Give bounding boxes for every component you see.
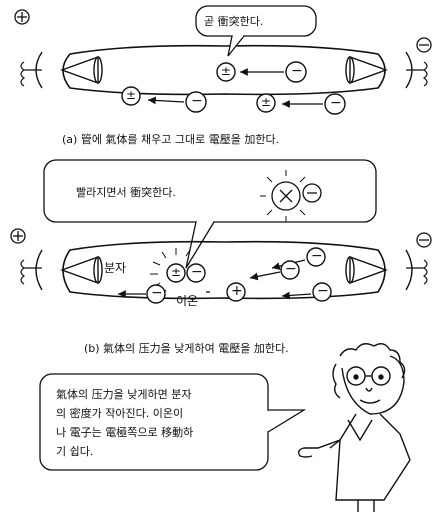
electron-a2-sign: −: [191, 93, 203, 109]
ion-a3-sign: ±: [261, 95, 272, 109]
electron-b1: [186, 263, 206, 283]
ion-b6-sign: +: [231, 283, 243, 299]
ion-b1: [166, 263, 186, 283]
caption-a: (a) 管에 氣体를 채우고 그대로 電壓을 加한다.: [62, 133, 280, 146]
electron-a3-sign: −: [330, 95, 342, 111]
collision-icon: [260, 170, 322, 222]
bubble-b-text: 빨라지면서 衝突한다.: [76, 186, 176, 199]
ion-a2-sign: ±: [126, 88, 137, 102]
electron-b5-sign: −: [285, 261, 297, 277]
terminal-negative-b: [416, 232, 432, 248]
terminal-positive-b: [10, 228, 26, 244]
electron-b4: [306, 247, 326, 267]
electron-a2: [185, 91, 207, 113]
ion-a1-sign: ±: [221, 64, 232, 78]
electron-b5: [280, 260, 300, 280]
electron-b4-sign: −: [311, 248, 323, 264]
explanation-line-1: 氣体의 压力을 낮게하면 분자: [56, 388, 192, 401]
electron-a3: [324, 93, 346, 115]
caption-b: (b) 氣体의 压力을 낮게하여 電壓을 加한다.: [84, 342, 289, 355]
coil-right-a: [406, 61, 428, 87]
label-molecule: 분자: [104, 261, 127, 275]
electron-b2: [146, 284, 166, 304]
ion-a3: [256, 93, 276, 113]
terminal-negative-a: [416, 37, 432, 53]
explanation-line-3: 나 電子는 電極쪽으로 移動하: [56, 426, 194, 439]
ion-b1-sign: ±: [171, 265, 182, 279]
explanation-line-4: 기 쉽다.: [56, 445, 94, 458]
electrode-right-b: [345, 256, 389, 284]
terminal-positive-a: [14, 9, 30, 25]
electrode-left-a: [59, 56, 103, 84]
electron-b7-sign: −: [317, 283, 329, 299]
label-ion: 이온: [176, 294, 199, 308]
electron-b2-sign: −: [151, 285, 163, 301]
arrow-b5: [249, 271, 281, 281]
ion-a2: [121, 86, 141, 106]
electron-b1-sign: −: [191, 264, 203, 280]
explanation-bubble-shape: [39, 373, 307, 471]
ion-a1: [216, 62, 236, 82]
coil-right-b: [406, 259, 428, 285]
explanation-line-2: 의 密度가 작아진다. 이온이: [56, 407, 184, 420]
professor-illustration: [297, 343, 411, 512]
arrow-a2: [147, 96, 185, 105]
bubble-a-shape: [195, 5, 317, 57]
electrode-right-a: [345, 56, 389, 84]
electrode-left-b: [59, 256, 103, 284]
electron-a1: [285, 61, 307, 83]
electron-b7: [312, 282, 332, 302]
coil-left-b: [20, 259, 42, 285]
bubble-b-shape: [43, 159, 377, 269]
ion-b6: [226, 282, 246, 302]
electron-a1-sign: −: [291, 63, 303, 79]
tube-b: [35, 240, 413, 300]
bubble-a-text: 곧 衝突한다.: [204, 15, 264, 28]
explanation-text: 氣体의 压力을 낮게하면 분자 의 密度가 작아진다. 이온이 나 電子는 電極…: [56, 385, 246, 461]
coil-left-a: [20, 61, 42, 87]
arrow-b7: [281, 291, 312, 300]
